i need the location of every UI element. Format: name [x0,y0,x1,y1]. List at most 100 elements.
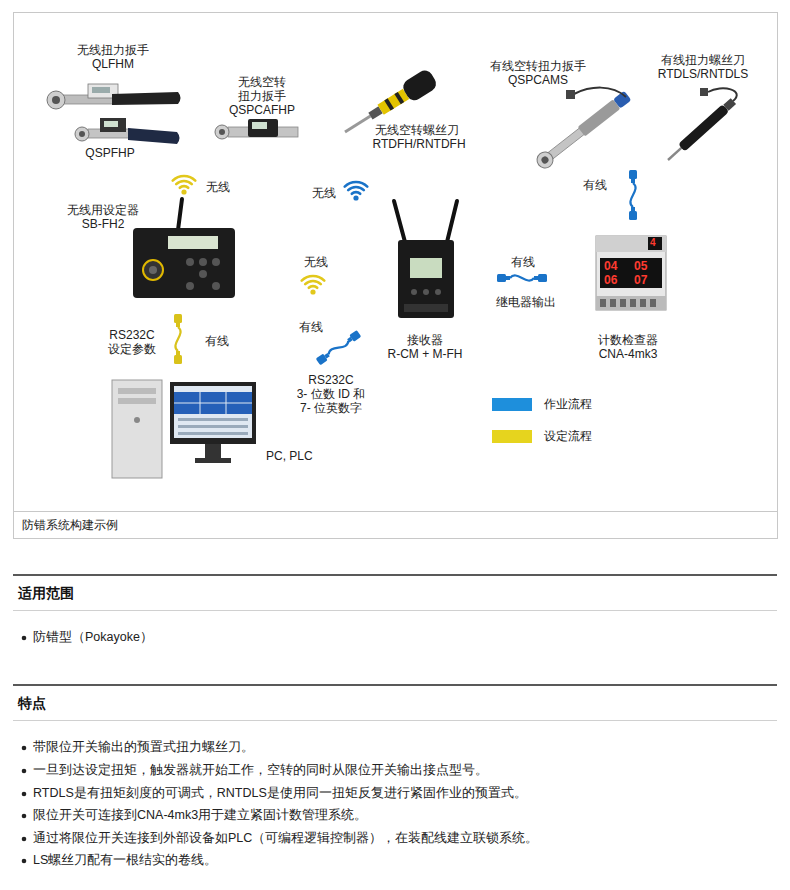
receiver-picture [404,304,448,312]
bullet-dot [22,859,27,864]
section-text: 通过将限位开关连接到外部设备如PLC（可编程逻辑控制器），在装配线建立联锁系统。 [33,831,538,846]
bullet-dot [22,746,27,751]
device-node: 有线扭力螺丝刀RTDLS/RNTDLS [652,50,756,166]
link-label: RS232C [308,373,353,387]
cable-icon [316,330,362,365]
device-node: 无线用设定器SB-FH2 [60,196,240,302]
wifi-icon [302,276,325,295]
device-label: QLFHM [92,57,134,71]
link-label: 有线 [583,178,607,192]
section-rule [13,574,777,576]
cable-icon [497,274,547,282]
device-label: 无线用设定器 [67,203,139,217]
computer-picture [205,444,221,458]
setter-device-picture [133,199,235,298]
section-text: 带限位开关输出的预置式扭力螺丝刀。 [33,740,254,755]
section-text: LS螺丝刀配有一根结实的卷线。 [33,853,217,868]
section-text: 特点 [18,695,46,712]
setter-device-picture [199,270,207,278]
panel-frame [14,13,778,539]
cable-icon [316,330,362,365]
cable-plug [700,88,708,96]
screwdriver-picture [384,98,394,110]
setter-device-picture [186,282,194,290]
legend-text: 作业流程 [544,397,592,411]
link-label: 3- 位数 ID 和 7- 位英数字 [293,387,369,415]
setter-device-picture [199,258,207,266]
setter-device-picture [178,199,182,230]
screwdriver-picture [400,68,439,104]
link-label: 无线 [304,255,328,269]
counter-device-picture [596,296,666,310]
wifi-icon [345,182,368,201]
cable-icon [174,314,182,364]
section-rule [13,610,777,611]
device-node: 无线空转 扭力扳手QSPCAFHP [208,72,306,150]
torque-wrench-picture [578,99,621,136]
screwdriver-picture [344,115,371,133]
wifi-icon [173,176,196,195]
torque-wrench-picture [540,155,550,165]
setter-device-picture [143,260,163,280]
torque-wrench-picture [219,129,225,135]
cable-icon [174,314,182,364]
link-label: 有线 [511,255,535,269]
device-node: 有线空转扭力扳手QSPCAMS [485,56,640,168]
section-text: 限位开关可连接到CNA-4mk3用于建立紧固计数管理系统。 [33,808,367,823]
computer-picture [174,386,252,438]
cable-icon [629,170,637,220]
counter-device-picture [640,299,646,307]
device-node: 接收器R-CM + M-FH [385,196,465,363]
bullet-dot [22,814,27,819]
screwdriver-picture [665,97,737,163]
torque-wrench-picture [52,96,60,104]
torque-wrench-picture [47,91,65,109]
torque-wrench-picture [75,127,89,141]
torque-wrench-picture [75,118,180,144]
computer-picture [195,458,231,463]
computer-picture [112,380,256,478]
device-label: 有线空转扭力扳手 [490,59,586,73]
link-label: 继电器输出 [496,295,556,309]
computer-picture [174,403,252,404]
display-digit: 4 [650,237,656,249]
device-node: PC, PLC [105,372,320,480]
device-label: 有线扭力螺丝刀 [661,53,745,67]
bullet-dot [22,636,27,641]
device-label: QSPCAMS [508,73,568,87]
tool-cable [574,88,626,97]
link-label: 有线 [205,334,229,348]
screwdriver-picture [394,92,404,104]
torque-wrench-picture [534,89,633,171]
receiver-picture [423,289,429,295]
bullet-dot [22,636,27,864]
section-rule [13,575,777,721]
setter-device-picture [186,258,194,266]
counter-device-picture [650,299,656,307]
device-label: 计数检查器 [598,333,658,347]
wifi-icon [345,182,368,201]
receiver-picture [447,201,457,242]
device-label: QSPCAFHP [229,103,295,117]
device-label: SB-FH2 [82,217,125,231]
counter-device-picture [648,237,662,250]
device-label: RTDLS/RNTDLS [658,67,748,81]
receiver-picture [394,201,405,242]
device-label: RTDFH/RNTDFH [372,137,465,151]
figure-caption: 防错系统构建示例 [22,518,118,532]
counter-device-picture [600,299,606,307]
torque-wrench-picture [112,92,181,105]
device-label: R-CM + M-FH [388,347,463,361]
link-label: 无线 [206,180,230,194]
bullet-dot [22,769,27,774]
torque-wrench-picture [248,119,278,137]
display-digit: 04 [604,259,617,273]
legend-swatch [492,398,532,411]
setter-device-picture [168,236,218,249]
computer-picture [178,425,248,428]
device-node: 计数检查器CNA-4mk3 [588,230,670,363]
wifi-icon [302,276,325,295]
torque-wrench-picture [92,87,110,93]
counter-device-picture [630,299,636,307]
